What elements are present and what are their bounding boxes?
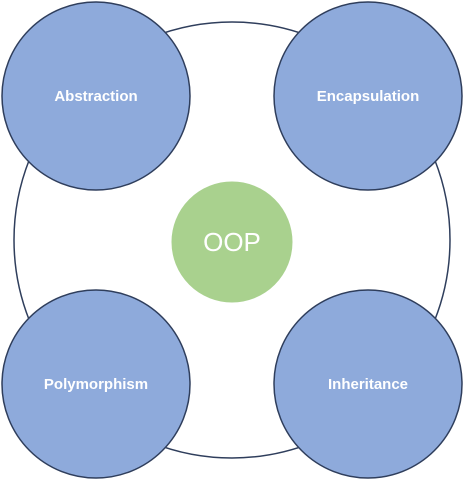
pillar-polymorphism: Polymorphism <box>1 289 191 479</box>
pillar-circle-polymorphism <box>1 289 191 479</box>
center-circle <box>171 181 293 303</box>
center-node: OOP <box>171 181 293 303</box>
pillar-encapsulation: Encapsulation <box>273 1 463 191</box>
pillar-circle-inheritance <box>273 289 463 479</box>
pillar-circle-encapsulation <box>273 1 463 191</box>
center-label: OOP <box>203 227 261 257</box>
pillar-label-polymorphism: Polymorphism <box>44 376 148 393</box>
pillar-label-encapsulation: Encapsulation <box>317 88 420 105</box>
pillar-inheritance: Inheritance <box>273 289 463 479</box>
pillar-abstraction: Abstraction <box>1 1 191 191</box>
pillar-circle-abstraction <box>1 1 191 191</box>
pillar-label-inheritance: Inheritance <box>328 376 408 393</box>
pillar-label-abstraction: Abstraction <box>54 88 137 105</box>
